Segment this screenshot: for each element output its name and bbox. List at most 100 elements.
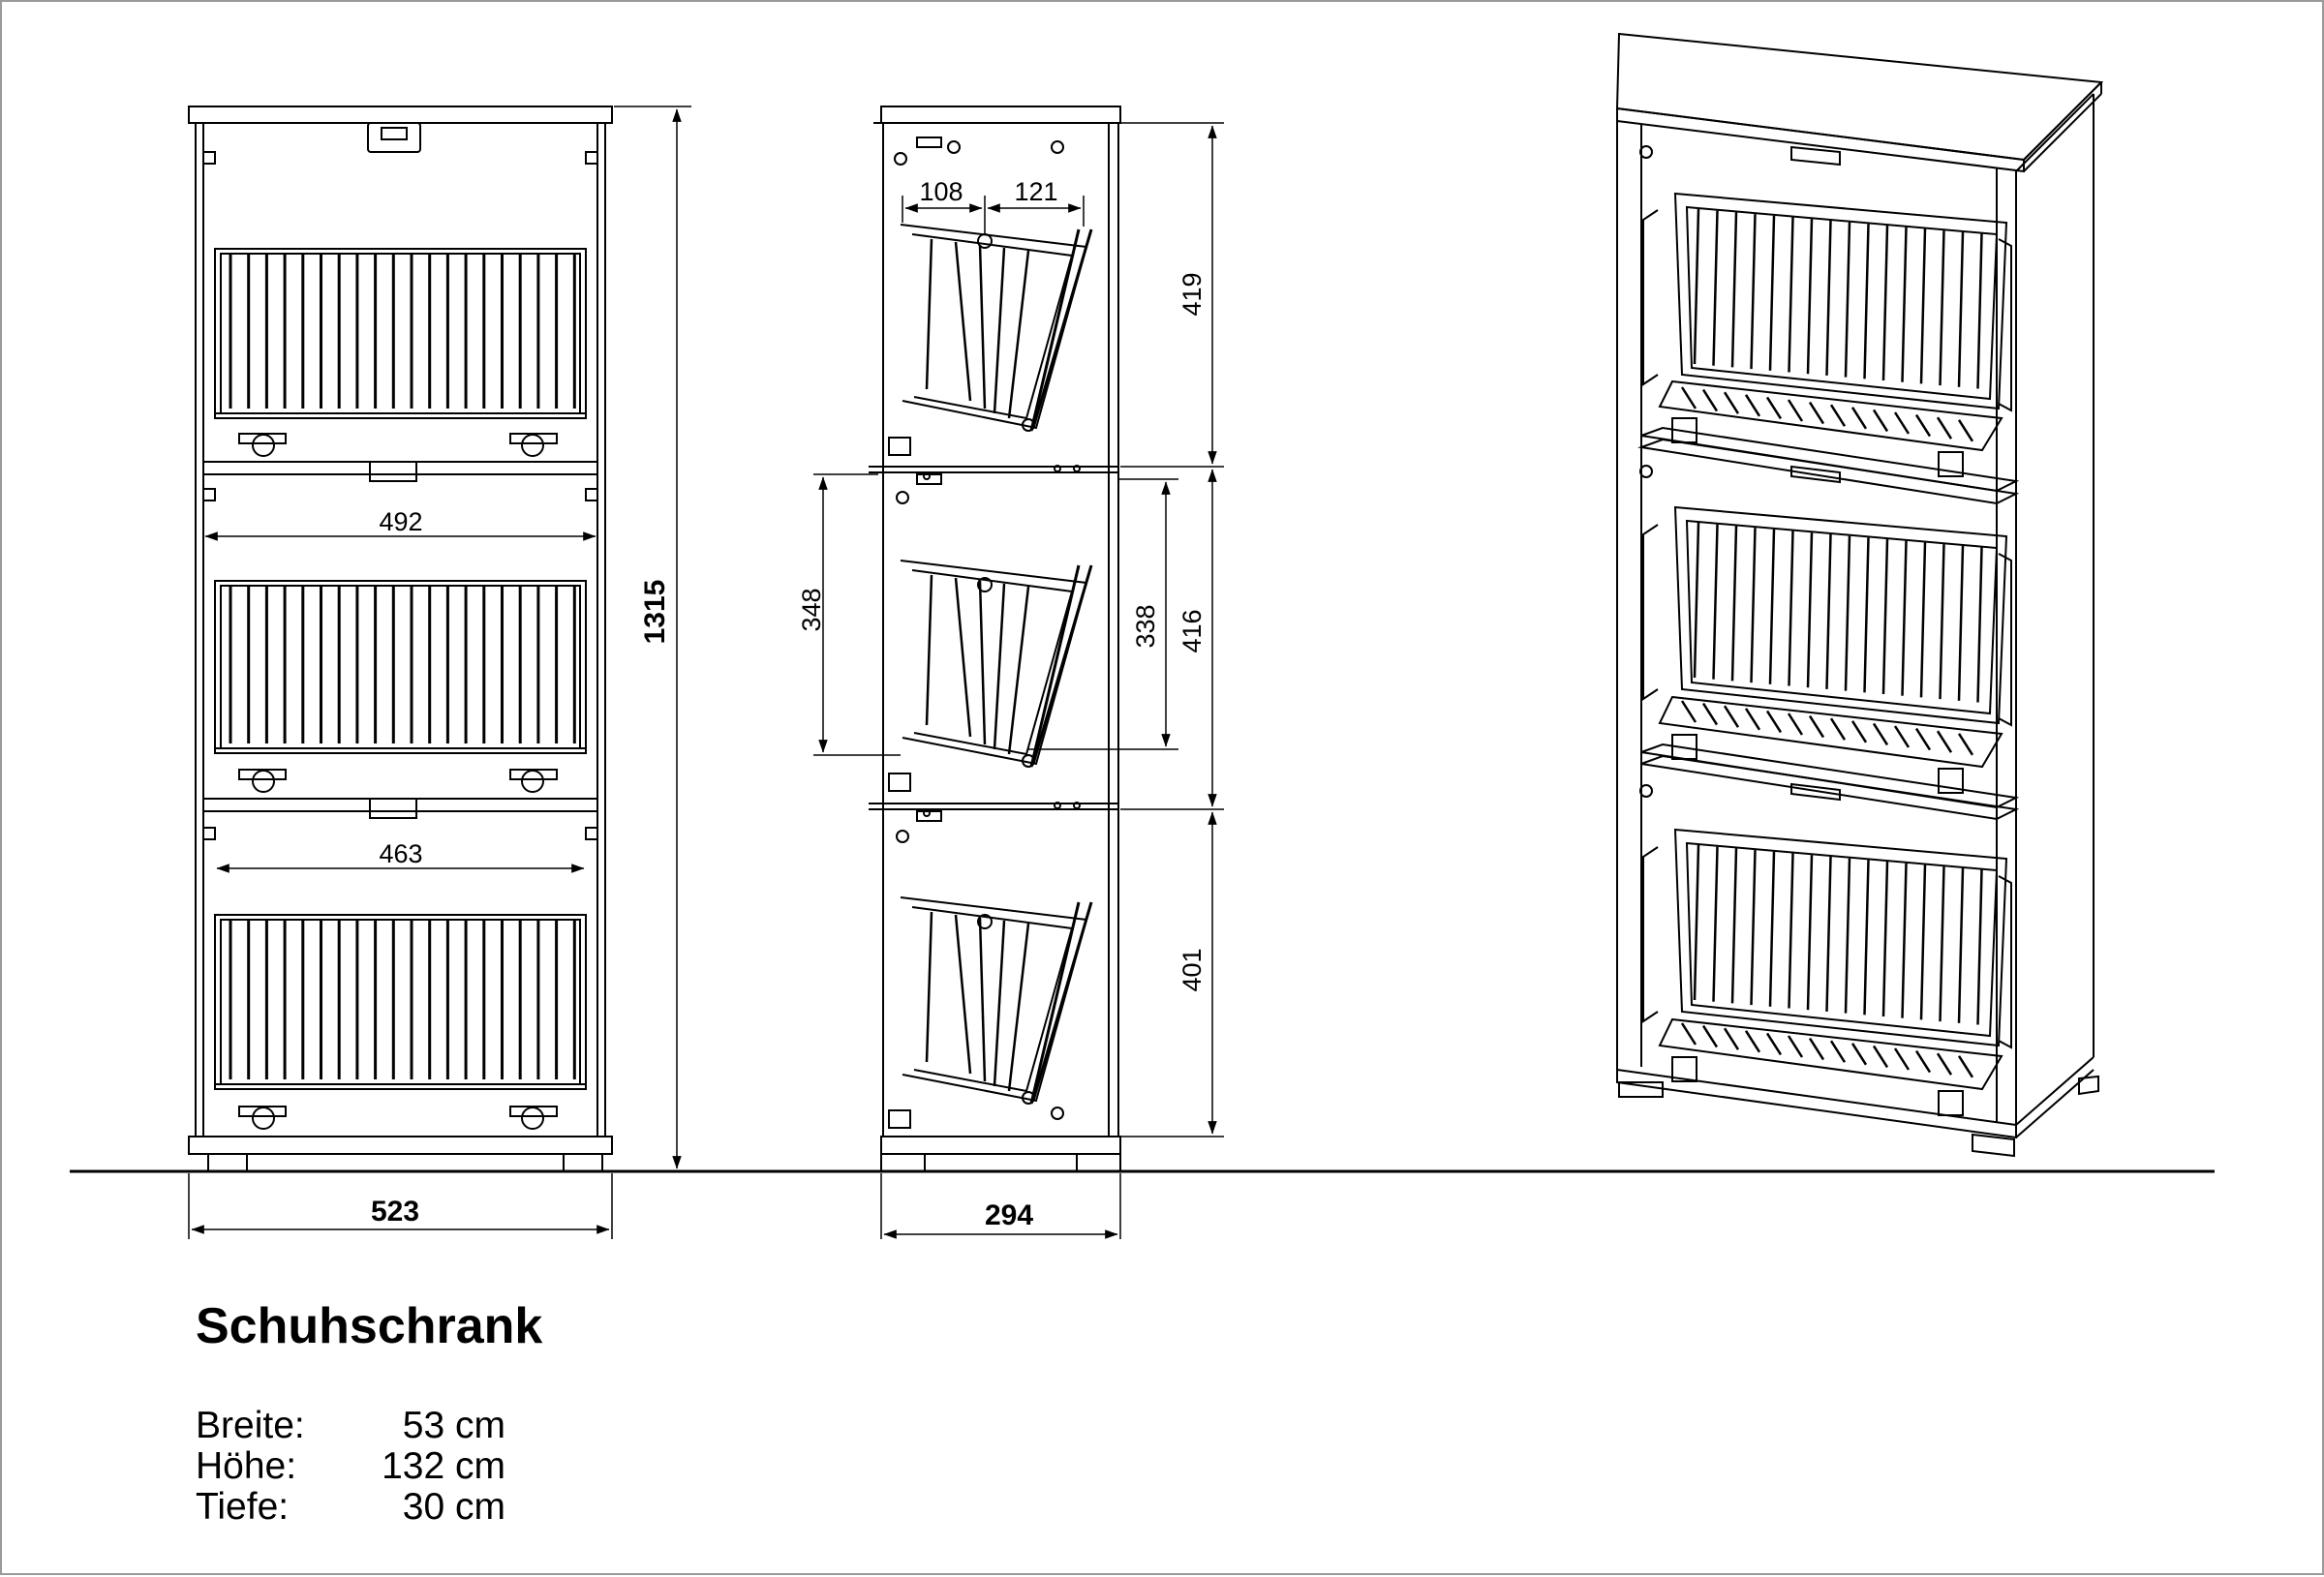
flap-offset-b-label: 121	[1014, 177, 1057, 206]
wire-rod	[1901, 863, 1908, 1018]
wire-rod	[1976, 547, 1983, 703]
wire-rod	[1893, 1047, 1911, 1071]
wire-rod	[1680, 700, 1697, 723]
side-view	[869, 106, 1121, 1172]
wire-rod	[1680, 1022, 1697, 1046]
wire-rod	[1693, 844, 1700, 1001]
wire-rod	[1936, 730, 1953, 753]
wire-rod	[1750, 528, 1757, 683]
wire-rod	[925, 238, 933, 390]
wire-rod	[1806, 532, 1814, 688]
wire-rod	[1893, 411, 1911, 435]
wire-rod	[1825, 856, 1832, 1012]
wire-rod	[1936, 416, 1953, 440]
flap-offset-a-label: 108	[919, 177, 963, 206]
wire-rod	[1730, 212, 1738, 368]
wire-rod	[1808, 714, 1825, 739]
spec-label: Breite:	[196, 1405, 305, 1446]
wire-rod	[1693, 522, 1700, 679]
wire-rod	[1723, 705, 1740, 728]
front-dimensions	[188, 106, 691, 1239]
inner-width-bottom-label: 463	[379, 839, 422, 868]
wire-rod	[1007, 923, 1030, 1092]
wire-rod	[1957, 733, 1974, 756]
wire-rod	[1730, 526, 1738, 682]
wire-rod	[1939, 866, 1945, 1022]
wire-rod	[1914, 1049, 1932, 1074]
wire-rod	[1693, 208, 1700, 365]
wire-rod	[1768, 215, 1776, 371]
wire-rod	[1788, 217, 1794, 373]
wire-rod	[1765, 710, 1783, 734]
wire-rod	[1829, 404, 1847, 427]
wire-rod	[1919, 864, 1927, 1020]
wire-rod	[1893, 725, 1911, 748]
wire-rod	[1957, 867, 1965, 1023]
wire-rod	[1844, 858, 1851, 1014]
wire-rod	[1787, 713, 1804, 736]
wire-rod	[1863, 224, 1870, 379]
wire-rod	[1829, 1040, 1847, 1063]
wire-rod	[1936, 1052, 1953, 1076]
wire-rod	[1730, 848, 1738, 1004]
wire-rod	[1007, 250, 1030, 419]
wire-rod	[1007, 586, 1030, 755]
wire-rod	[1806, 855, 1814, 1011]
spec-row-width: Breite: 53 cm	[196, 1406, 505, 1446]
wire-rod	[1914, 727, 1932, 751]
compartment-middle-label: 416	[1177, 609, 1207, 652]
wire-rod	[993, 247, 1006, 414]
wire-rod	[1788, 853, 1794, 1009]
wire-rod	[1844, 222, 1851, 378]
side-dimensions	[813, 122, 1224, 1239]
front-view	[188, 106, 613, 1172]
wire-rod	[1863, 537, 1870, 693]
wire-rod	[993, 583, 1006, 750]
wire-rod	[1701, 1024, 1719, 1048]
wire-rod	[978, 580, 987, 745]
wire-rod	[1712, 524, 1719, 680]
wire-rod	[978, 917, 987, 1082]
side-depth-label: 294	[985, 1199, 1033, 1231]
wire-rod	[1701, 388, 1719, 412]
wire-rod	[1808, 401, 1825, 425]
spec-row-depth: Tiefe: 30 cm	[196, 1487, 505, 1528]
spec-value: 30 cm	[402, 1486, 505, 1528]
wire-rod	[1957, 1055, 1974, 1078]
spec-value: 53 cm	[402, 1405, 505, 1446]
front-width-label: 523	[371, 1196, 419, 1228]
wire-rod	[1750, 850, 1757, 1006]
spec-label: Höhe:	[196, 1445, 297, 1487]
wire-rod	[1914, 413, 1932, 438]
wire-rod	[1844, 535, 1851, 691]
basket-height-label: 348	[797, 588, 826, 631]
wire-rod	[1768, 529, 1776, 684]
wire-rod	[1881, 538, 1889, 695]
wire-rod	[1872, 1045, 1889, 1069]
wire-rod	[1825, 533, 1832, 689]
wire-rod	[1863, 860, 1870, 1016]
wire-rod	[1850, 720, 1868, 743]
inner-width-top-label: 492	[379, 507, 422, 536]
wire-rod	[925, 911, 933, 1063]
wire-rod	[1872, 409, 1889, 433]
wire-rod	[1750, 214, 1757, 370]
wire-rod	[1712, 210, 1719, 366]
wire-rod	[1881, 861, 1889, 1017]
wire-rod	[1881, 225, 1889, 381]
basket-inner-height-label: 338	[1131, 604, 1160, 648]
wire-rod	[954, 241, 972, 402]
wire-rod	[1765, 1032, 1783, 1056]
wire-rod	[978, 244, 987, 409]
wire-rod	[1872, 722, 1889, 746]
wire-rod	[1825, 220, 1832, 376]
perspective-view	[1615, 32, 2104, 1158]
wire-rod	[1787, 1035, 1804, 1058]
wire-rod	[1744, 708, 1761, 731]
spec-value: 132 cm	[382, 1445, 505, 1487]
wire-rod	[1768, 851, 1776, 1007]
wire-rod	[1939, 230, 1945, 386]
wire-rod	[1919, 228, 1927, 384]
wire-rod	[1957, 231, 1965, 387]
